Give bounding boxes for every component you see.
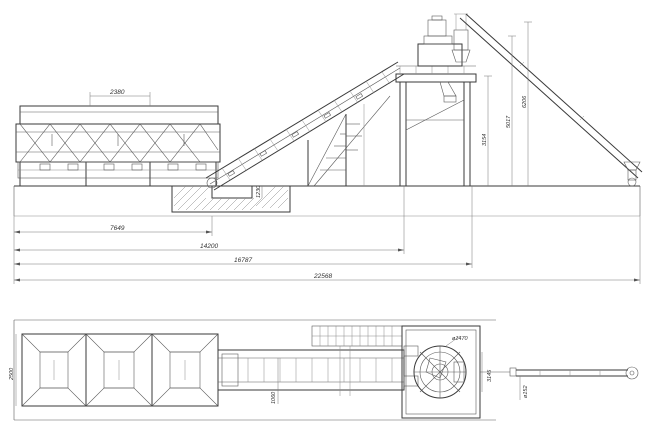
aggregate-bins: [15, 105, 221, 186]
dim-screw-diameter: ø152: [523, 385, 529, 398]
inclined-belt-conveyor: [205, 61, 405, 191]
plan-stair-grid: [311, 325, 403, 396]
conveyor-pit: [171, 185, 291, 213]
pit-depth-dimension: 1230: [256, 185, 263, 198]
dim-7649: 7649: [110, 225, 125, 232]
dim-belt-width: 1060: [271, 391, 277, 404]
dim-22568: 22568: [313, 273, 332, 280]
dim-pit-depth: 1230: [256, 185, 262, 198]
plan-mixer-platform: ø1470: [401, 325, 481, 419]
dim-14200: 14200: [200, 243, 218, 250]
dim-discharge-height: 5017: [506, 115, 512, 128]
height-dimensions: 3154 5017 6206: [482, 21, 532, 186]
plan-aggregate-bins: [21, 333, 219, 407]
dim-mixer-diameter: ø1470: [452, 336, 469, 342]
bin-width-dimension: 2500: [9, 334, 17, 406]
dim-hopper-width: 2380: [109, 89, 125, 96]
elevation-view: 3154 5017 6206 1230 2380 7649: [13, 13, 643, 284]
plan-view: 2500: [9, 319, 639, 421]
dim-bin-width: 2500: [9, 367, 15, 381]
plan-screw-conveyor: ø152: [480, 366, 639, 400]
hopper-width-dimension: 2380: [89, 89, 151, 106]
plan-belt-conveyor: [217, 349, 405, 391]
conveyor-support-frame: [307, 95, 391, 187]
belt-width-dimension: 1060: [271, 358, 279, 404]
screw-conveyor: [459, 13, 643, 187]
dim-16787: 16787: [234, 257, 252, 264]
dim-total-height: 6206: [522, 95, 528, 108]
dim-mixer-platform-height: 3154: [482, 134, 488, 146]
horizontal-dimensions: 7649 14200 16787 22568: [13, 186, 641, 284]
mixer-tower: [395, 13, 477, 186]
dim-silo-offset: 3145: [487, 369, 493, 382]
